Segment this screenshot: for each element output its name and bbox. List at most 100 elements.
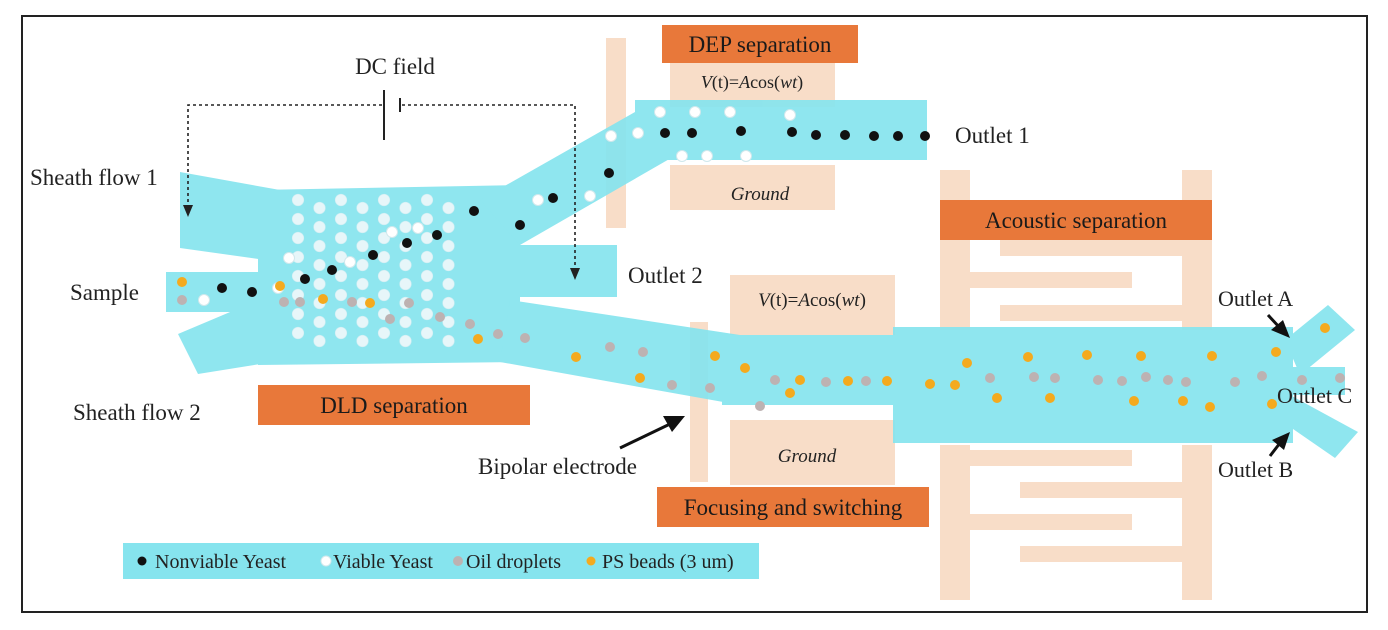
dep-separation-label: DEP separation [689,32,832,57]
oil-particle [465,319,475,329]
dc-wire-left [187,104,382,205]
outlet-b-branch [1280,395,1358,458]
dld-pillar [313,239,326,253]
legend-viable-icon [320,555,332,567]
ps-particle [1207,351,1217,361]
viable-particle [689,106,701,118]
dld-pillar [356,315,369,329]
idt-top-finger-3 [1000,305,1182,321]
viable-particle [584,190,596,202]
oil-particle [638,347,648,357]
idt-bottom-finger-2 [1020,482,1182,498]
ps-particle [1082,350,1092,360]
idt-top-left-bar [940,170,970,330]
viable-particle [198,294,210,306]
oil-particle [1335,373,1345,383]
bipolar-arrow-icon [663,416,685,432]
dld-pillar [399,258,412,272]
nonviable-particle [660,128,670,138]
oil-particle [861,376,871,386]
ps-particle [785,388,795,398]
ps-particle [882,376,892,386]
dld-pillar [377,288,391,302]
dld-pillar [420,231,434,245]
dld-pillar [377,250,391,264]
dep-electrode-top-pad [670,62,835,107]
oil-particle [1141,372,1151,382]
dld-pillar [334,193,348,207]
oil-particle [605,342,615,352]
dld-pillar-array [291,193,455,348]
dc-arrow-left-icon [183,205,193,217]
oil-particle [1050,373,1060,383]
nonviable-particle [893,131,903,141]
oil-particle [177,295,187,305]
legend-nonviable-label: Nonviable Yeast [155,551,287,573]
dld-pillar [377,326,391,340]
oil-particle [295,297,305,307]
focus-ground-pad [730,420,895,485]
dld-pillar [334,231,348,245]
nonviable-particle [402,238,412,248]
legend-item-ps: PS beads (3 um) [586,551,734,573]
ps-particle [962,358,972,368]
viable-particle [740,150,752,162]
dld-pillar [420,193,434,207]
focusing-channel [722,335,897,405]
dld-pillar [313,201,326,215]
focusing-switching-label: Focusing and switching [684,495,903,520]
lower-branch [500,300,740,405]
nonviable-particle [327,265,337,275]
dep-ground-label: Ground [731,184,790,205]
dep-ground-pad [670,165,835,210]
viable-particle [386,226,398,238]
viable-particle [632,127,644,139]
ps-particle [275,281,285,291]
viable-particle [654,106,666,118]
oil-particle [493,329,503,339]
focus-ground-label: Ground [778,446,837,467]
legend-nonviable-icon [137,556,147,566]
dld-pillar [313,258,326,272]
dld-pillar [291,326,305,340]
outlet-a-arrow-icon [1271,320,1290,338]
ps-particle [795,375,805,385]
oil-particle [520,333,530,343]
dld-pillar [334,307,348,321]
outlet-c-label: Outlet C [1277,383,1352,408]
sheath-flow-1-channel [180,172,280,262]
acoustic-separation-label: Acoustic separation [985,208,1168,233]
dld-pillar [377,193,391,207]
dld-pillar [356,220,369,234]
ps-particle [740,363,750,373]
ps-particle [950,380,960,390]
oil-particle [1117,376,1127,386]
ps-particle [1178,396,1188,406]
outlet-1-branch [480,112,685,245]
dld-pillar [420,269,434,283]
nonviable-particle [515,220,525,230]
ps-particle [318,294,328,304]
ps-particle [571,352,581,362]
dld-pillar [442,201,455,215]
ps-particle [635,373,645,383]
idt-bottom-left-bar [940,445,970,600]
ps-particle [365,298,375,308]
ps-particle [1320,323,1330,333]
idt-bottom-finger-4 [1020,546,1182,562]
dc-field-circuit [183,90,580,280]
dld-pillar [442,220,455,234]
outlet-b-arrow-icon [1272,432,1290,450]
viable-particle [701,150,713,162]
outlet-b-label: Outlet B [1218,457,1293,482]
nonviable-particle [432,230,442,240]
ps-particle [992,393,1002,403]
legend-background [123,543,759,579]
dld-pillar [399,220,412,234]
legend-ps-icon [586,556,596,566]
dld-pillar [399,315,412,329]
dld-pillar [334,288,348,302]
idt-bottom-finger-3 [970,514,1132,530]
ps-particle [1271,347,1281,357]
oil-particle [435,312,445,322]
